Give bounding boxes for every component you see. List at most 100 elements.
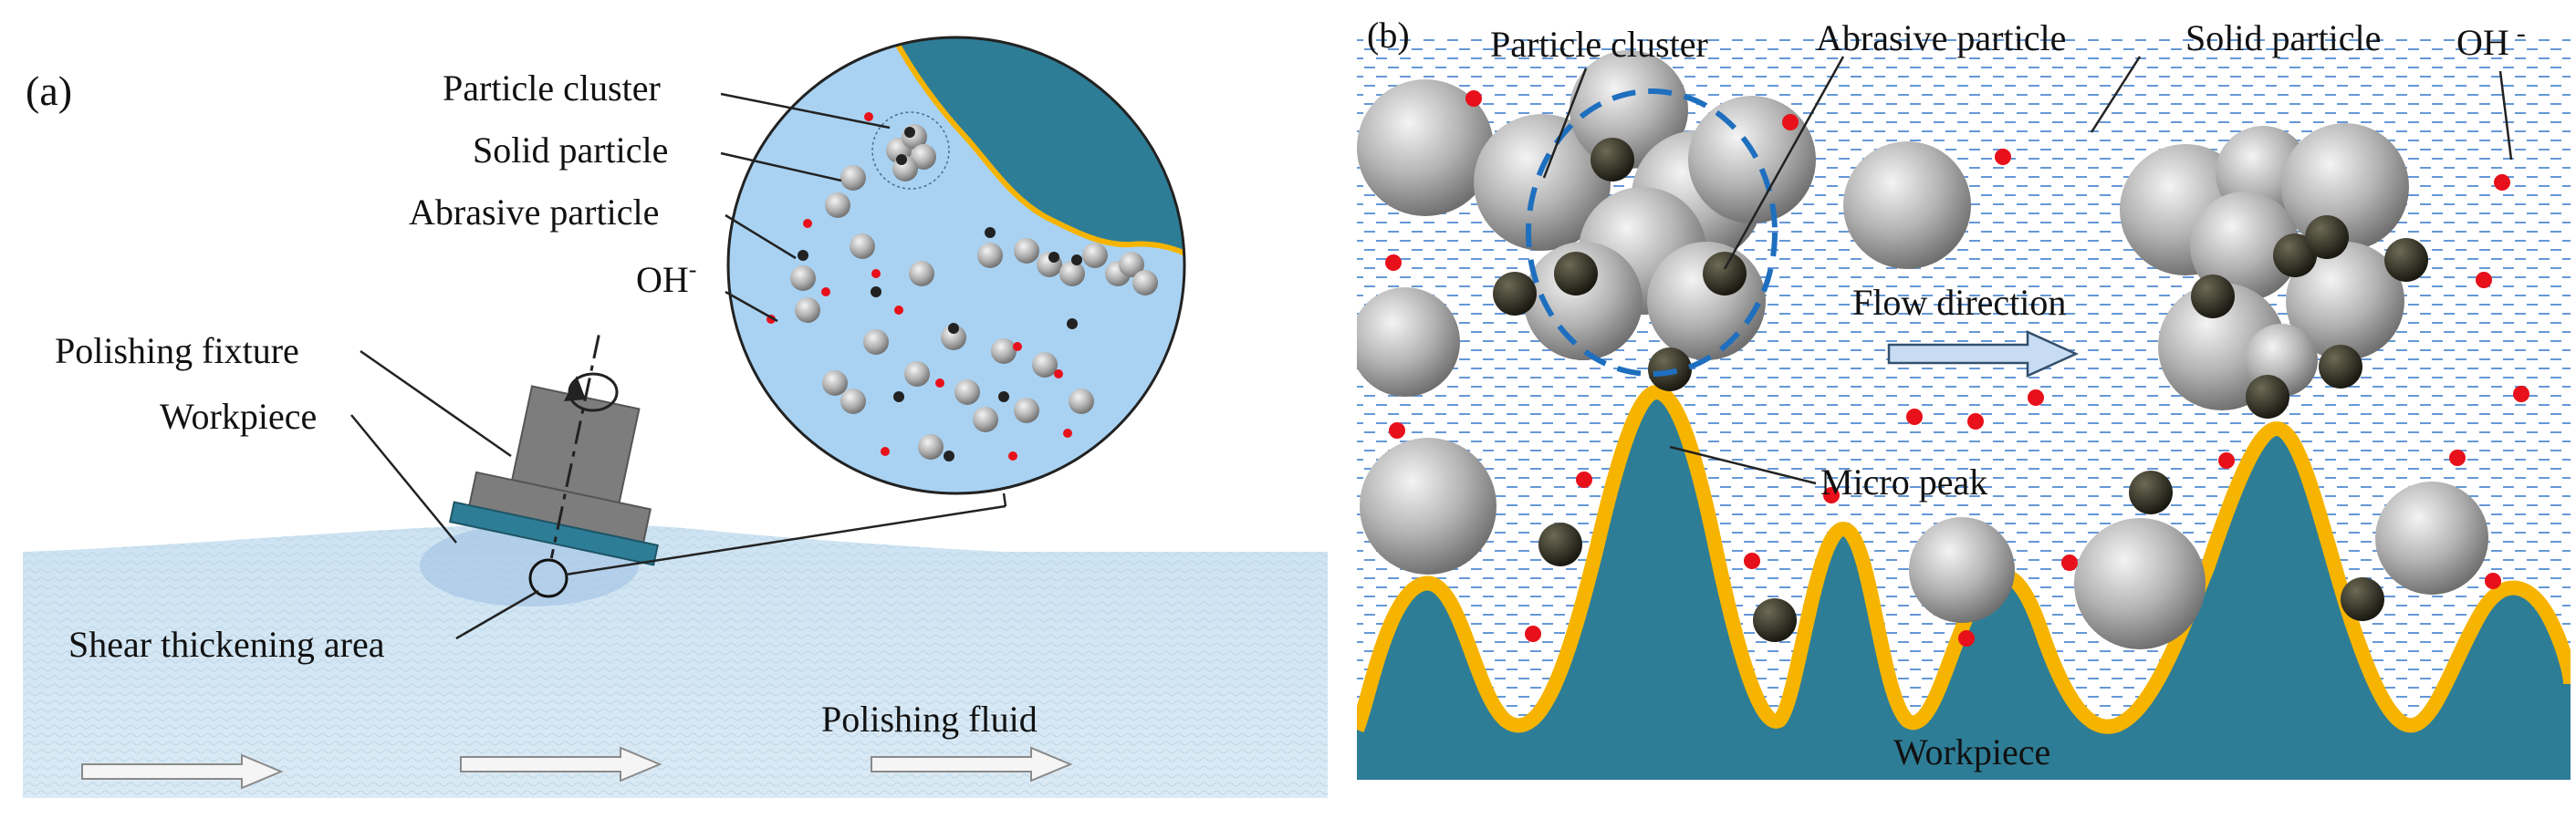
label-b-flow-direction: Flow direction	[1852, 282, 2066, 323]
abrasive-particle	[1493, 272, 1537, 316]
micro-peak-outline	[1357, 385, 2571, 734]
label-b-workpiece: Workpiece	[1893, 731, 2050, 772]
panel-b-tag: (b)	[1367, 15, 1410, 56]
solid-particle	[973, 407, 998, 432]
oh-ion	[1823, 487, 1840, 503]
flow-arrow-2	[460, 746, 662, 783]
workpiece-surface	[1357, 392, 2571, 780]
solid-particle	[2375, 482, 2488, 595]
solid-particle	[1119, 252, 1144, 277]
label-a-polishing-fixture: Polishing fixture	[55, 330, 299, 371]
oh-ion	[1995, 149, 2011, 165]
oh-ion	[871, 269, 881, 278]
label-a-shear-area: Shear thickening area	[68, 624, 385, 665]
solid-particle	[1570, 50, 1688, 169]
solid-particle	[1032, 352, 1058, 378]
solid-particle	[1843, 141, 1971, 269]
abrasive-particle	[2191, 275, 2235, 318]
label-b-abrasive-particle: Abrasive particle	[1816, 17, 2066, 58]
label-b-particle-cluster: Particle cluster	[1490, 24, 1708, 65]
label-a-oh: OH-	[636, 256, 696, 300]
solid-particle	[850, 233, 875, 259]
abrasive-particle	[944, 451, 954, 461]
magnified-view	[726, 36, 1186, 495]
abrasive-particle	[985, 227, 996, 238]
oh-ion	[1389, 422, 1405, 439]
solid-particle	[1524, 242, 1643, 360]
oh-ion	[1525, 626, 1541, 642]
abrasive-particle	[798, 250, 808, 261]
leaders-a	[350, 92, 891, 640]
solid-particle	[1059, 261, 1085, 286]
flow-arrow-3	[871, 746, 1073, 783]
abrasive-particle	[948, 323, 959, 334]
oh-ion	[1782, 114, 1799, 130]
solid-particle	[1357, 287, 1460, 397]
panel-b: (b) Particle cluster Abrasive particle S…	[1357, 15, 2571, 780]
oh-ion	[2485, 573, 2501, 589]
solid-particle	[1132, 270, 1158, 295]
solid-particle	[977, 243, 1003, 268]
oh-ion	[821, 287, 830, 296]
solid-particle	[1909, 517, 2015, 623]
solid-particle	[1069, 389, 1094, 414]
solid-particle	[795, 297, 820, 323]
zoom-target	[528, 558, 568, 598]
solid-particle	[911, 144, 936, 170]
solid-particle	[954, 379, 980, 405]
oh-ion	[2513, 386, 2529, 402]
abrasive-particle	[904, 127, 915, 138]
abrasive-particle	[2273, 233, 2317, 277]
abrasive-particle	[871, 286, 881, 297]
abrasive-particle	[2305, 215, 2349, 259]
workpiece-block	[448, 501, 659, 566]
solid-particle	[1360, 438, 1497, 575]
abrasive-particle	[896, 154, 907, 165]
abrasive-particle	[1554, 252, 1598, 295]
abrasive-particle	[1071, 254, 1082, 265]
abrasive-particle	[2341, 577, 2384, 621]
oh-ion	[1008, 451, 1017, 461]
solid-particle	[991, 338, 1017, 364]
solid-particle	[1014, 398, 1039, 423]
oh-ion	[881, 447, 890, 456]
oh-ion	[864, 112, 873, 121]
oh-ion	[935, 378, 944, 388]
solid-particle	[1474, 114, 1611, 251]
abrasive-particle	[1753, 598, 1797, 642]
solid-particle	[1014, 238, 1039, 264]
zoom-line-upper	[1002, 492, 1007, 507]
solid-particle	[1082, 243, 1108, 268]
oh-ion	[2061, 555, 2078, 571]
oh-ion	[1967, 413, 1984, 430]
oh-ion	[1013, 342, 1022, 351]
solid-particle	[840, 389, 866, 414]
oh-ion	[1744, 553, 1760, 569]
oh-ion	[2494, 174, 2510, 191]
leaders-b	[1542, 56, 2513, 485]
oh-ion	[1906, 409, 1923, 425]
solid-particle	[904, 361, 930, 387]
solid-particle	[1647, 242, 1766, 360]
label-a-solid-particle: Solid particle	[473, 130, 668, 171]
flow-direction-arrow	[1887, 330, 2080, 378]
zoom-line-lower	[565, 504, 1006, 576]
rotation-arrow-icon	[564, 372, 619, 412]
solid-particle	[2281, 123, 2409, 251]
solid-particle	[790, 265, 816, 291]
label-b-solid-particle: Solid particle	[2185, 17, 2381, 58]
rotation-axis	[549, 335, 600, 559]
label-a-particle-cluster: Particle cluster	[443, 67, 661, 109]
label-b-oh: OH-	[2456, 18, 2526, 63]
solid-particle	[863, 329, 889, 355]
panel-a: (a)	[23, 36, 1328, 798]
flow-arrows	[81, 746, 1073, 790]
abrasive-particle	[893, 391, 904, 402]
oh-ion	[2028, 389, 2044, 406]
oh-ion	[2476, 272, 2492, 288]
polishing-assembly	[448, 335, 659, 566]
cluster-dashed-ellipse	[1526, 88, 1778, 377]
flow-arrow-1	[81, 753, 284, 790]
abrasive-particle	[1538, 523, 1582, 566]
solid-particle	[825, 192, 850, 218]
